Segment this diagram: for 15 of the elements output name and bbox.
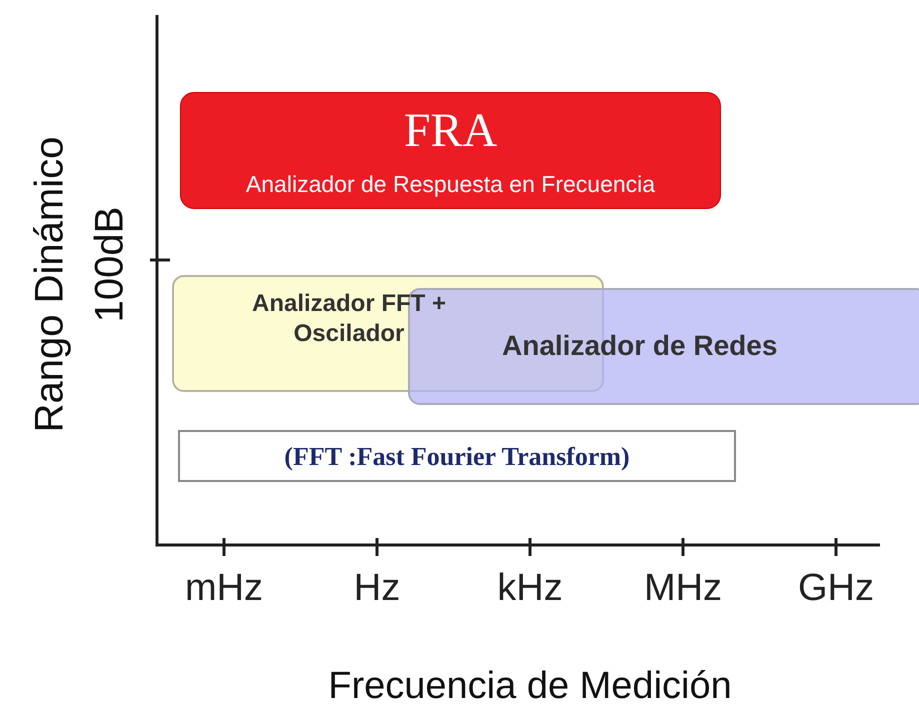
range-bar <box>180 92 721 209</box>
note-text: (FFT :Fast Fourier Transform) <box>283 442 631 472</box>
tick-label: mHz <box>184 567 264 610</box>
bar-label: Analizador FFT + Oscilador <box>250 289 447 349</box>
note-box <box>178 430 736 482</box>
axis-title: Frecuencia de Medición <box>327 665 733 708</box>
bar-title: FRA <box>402 103 498 158</box>
tick-label: GHz <box>797 567 875 610</box>
tick-label: 100dB <box>88 206 132 324</box>
tick-label: Hz <box>352 567 402 610</box>
axis-title: Rango Dinámico <box>28 136 72 434</box>
bar-label: Analizador de Respuesta en Frecuencia <box>244 171 656 198</box>
tick-label: kHz <box>496 567 564 610</box>
bar-label: Analizador de Redes <box>502 330 778 362</box>
tick-label: MHz <box>642 567 724 610</box>
